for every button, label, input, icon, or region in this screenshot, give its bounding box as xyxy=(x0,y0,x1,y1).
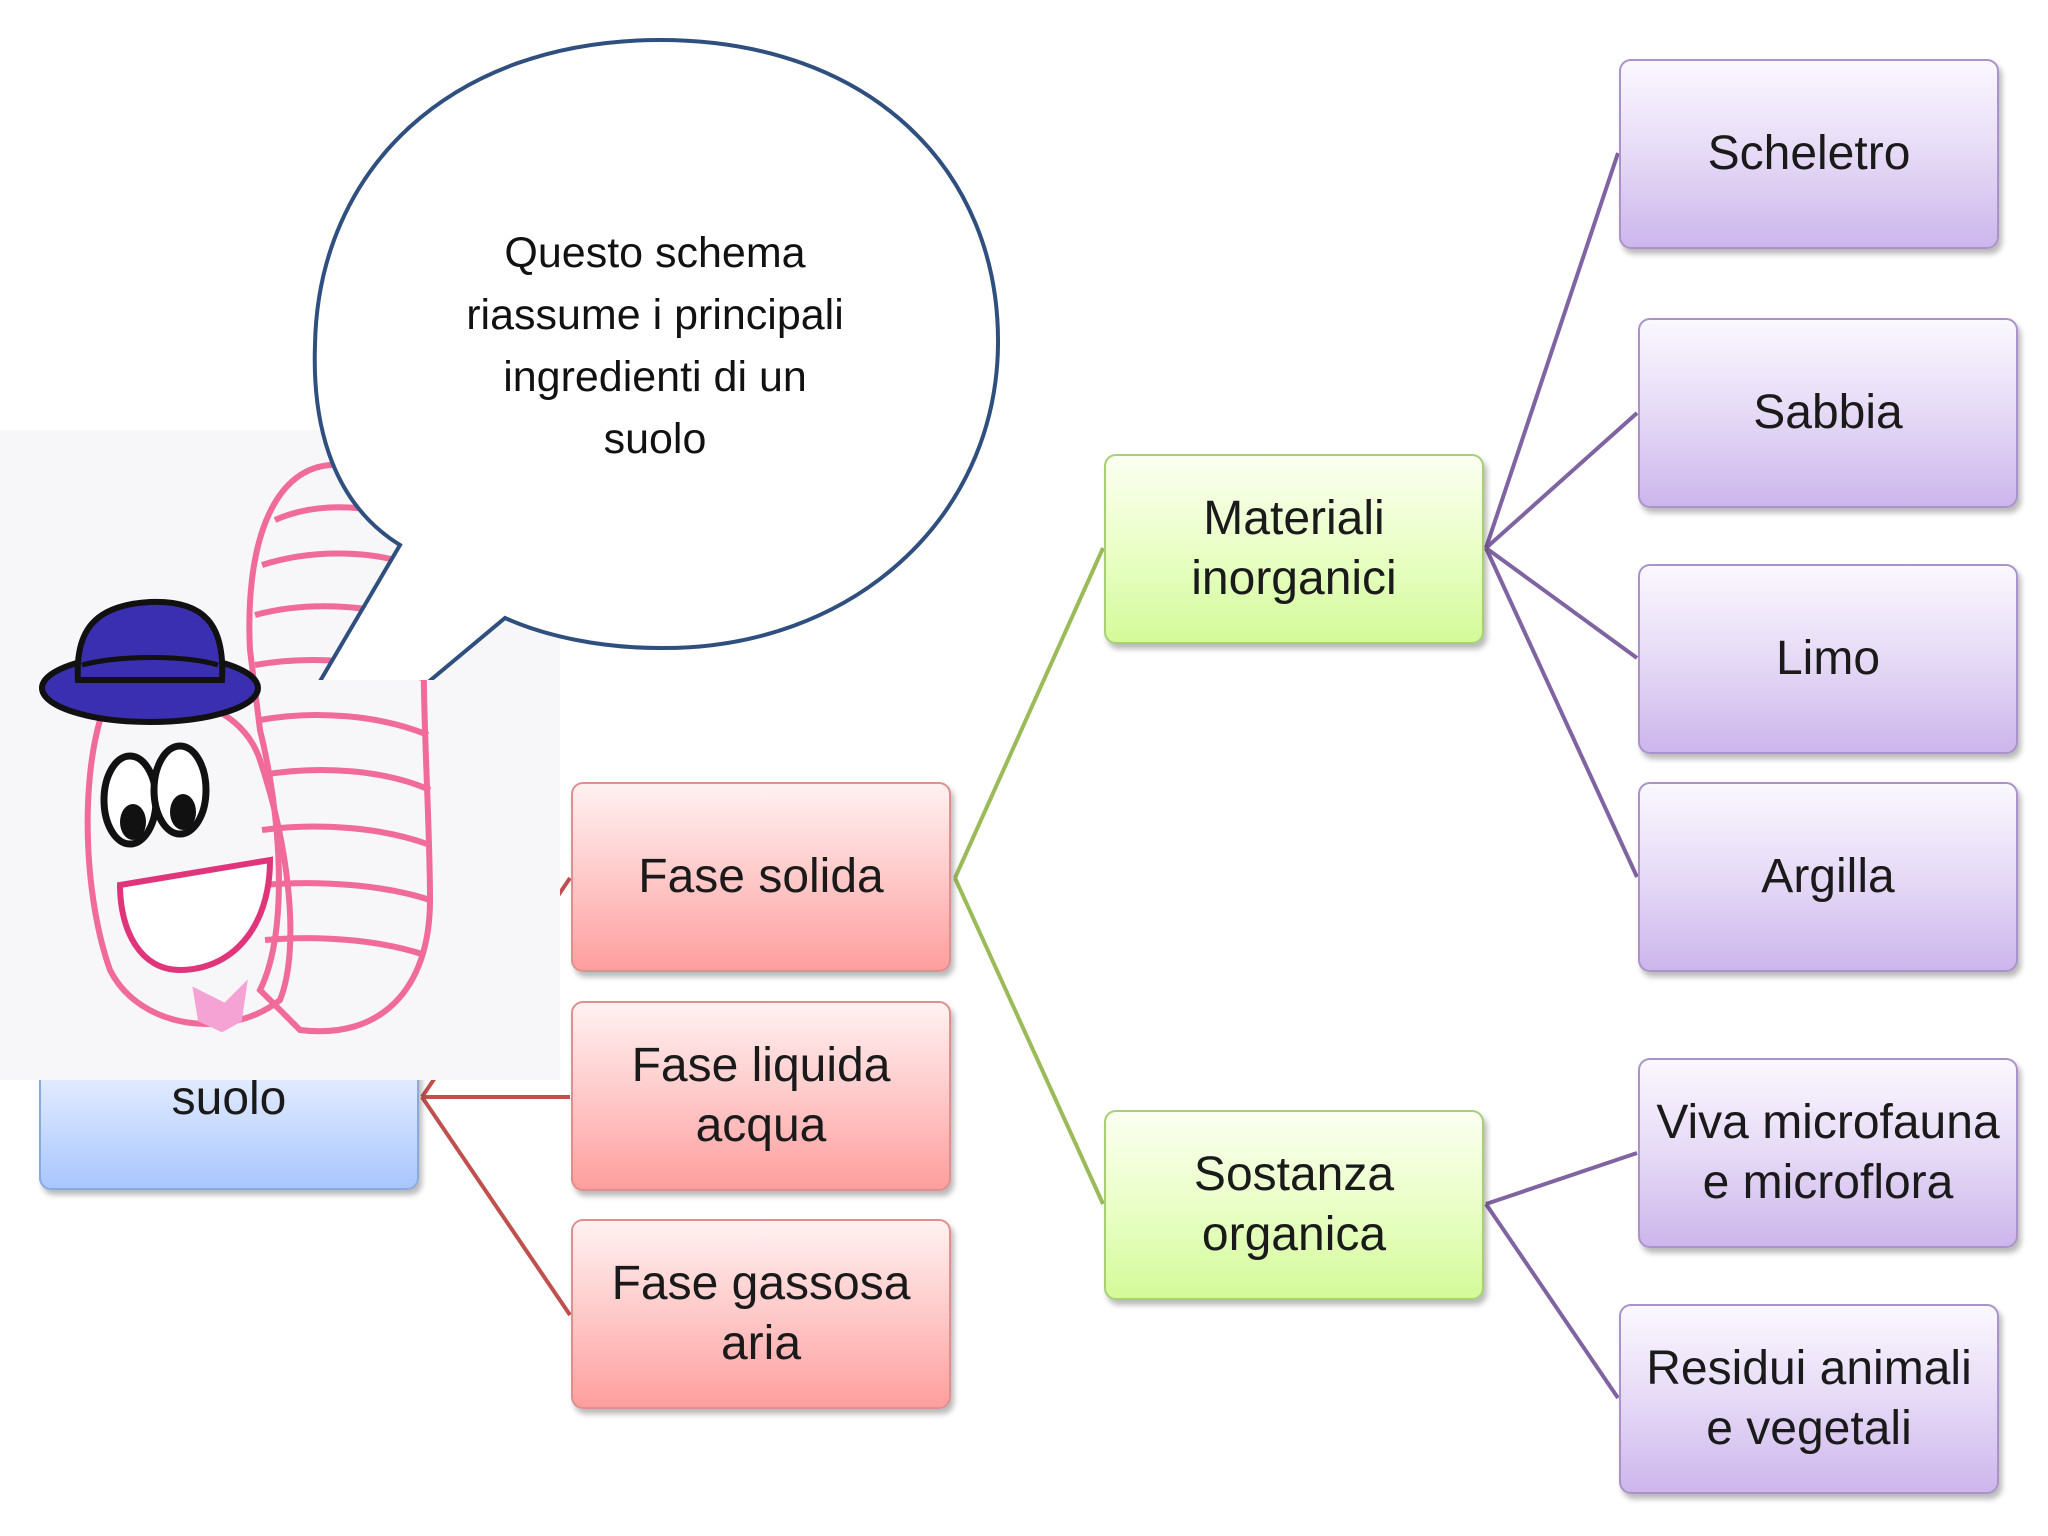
node-viva-microfauna: Viva microfauna e microflora xyxy=(1638,1058,2018,1248)
node-residui-animali: Residui animali e vegetali xyxy=(1619,1304,1999,1494)
node-fase-solida: Fase solida xyxy=(571,782,951,972)
node-materiali-inorganici-label: Materiali inorganici xyxy=(1191,492,1397,605)
node-sostanza-organica: Sostanza organica xyxy=(1104,1110,1484,1300)
connector-inorganici-argilla xyxy=(1484,547,1639,878)
node-scheletro-label: Scheletro xyxy=(1707,127,1911,180)
connector-solida-inorganici xyxy=(953,547,1105,879)
node-scheletro: Scheletro xyxy=(1619,59,1999,249)
connector-organica-viva xyxy=(1485,1151,1638,1206)
node-sabbia: Sabbia xyxy=(1638,318,2018,508)
connector-root-fase-gassosa xyxy=(420,1095,572,1317)
connector-inorganici-scheletro xyxy=(1484,152,1620,549)
node-sabbia-label: Sabbia xyxy=(1753,386,1903,439)
node-limo-label: Limo xyxy=(1775,632,1881,685)
node-fase-liquida-label: Fase liquida acqua xyxy=(631,1039,891,1152)
node-residui-animali-label: Residui animali e vegetali xyxy=(1646,1342,1972,1455)
node-fase-gassosa-label: Fase gassosa aria xyxy=(611,1257,911,1370)
connector-organica-residui xyxy=(1484,1202,1620,1400)
connector-inorganici-limo xyxy=(1484,546,1639,660)
node-argilla-label: Argilla xyxy=(1761,850,1895,903)
node-viva-microfauna-label: Viva microfauna e microflora xyxy=(1656,1096,2000,1209)
node-sostanza-organica-label: Sostanza organica xyxy=(1193,1148,1395,1261)
node-fase-solida-label: Fase solida xyxy=(638,850,884,903)
node-fase-gassosa: Fase gassosa aria xyxy=(571,1219,951,1409)
connector-solida-organica xyxy=(953,877,1105,1205)
node-suolo-label: suolo xyxy=(171,1071,287,1125)
node-materiali-inorganici: Materiali inorganici xyxy=(1104,454,1484,644)
node-limo: Limo xyxy=(1638,564,2018,754)
node-argilla: Argilla xyxy=(1638,782,2018,972)
speech-bubble-icon xyxy=(312,37,1001,680)
node-fase-liquida: Fase liquida acqua xyxy=(571,1001,951,1191)
speech-bubble-text: Questo schema riassume i principali ingr… xyxy=(466,229,844,463)
connector-inorganici-sabbia xyxy=(1484,411,1639,550)
